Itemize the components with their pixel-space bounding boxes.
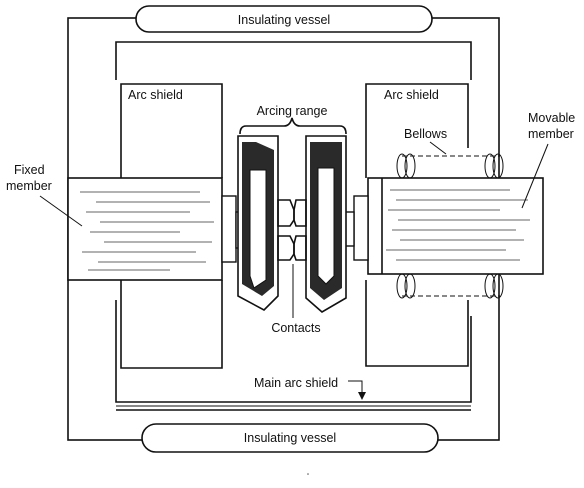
bellows-label: Bellows bbox=[404, 127, 447, 141]
contacts-label: Contacts bbox=[271, 321, 320, 335]
right-electrode-core bbox=[317, 167, 335, 285]
bellows bbox=[396, 153, 504, 299]
main-arc-shield-arrowhead bbox=[358, 392, 366, 400]
insulating-vessel-top bbox=[135, 5, 433, 33]
insulating-vessel-top-label: Insulating vessel bbox=[238, 13, 330, 27]
fixed-member-hatching bbox=[80, 191, 214, 271]
fixed-member-stub bbox=[221, 195, 237, 263]
movable-member-stub bbox=[353, 195, 369, 261]
arc-shield-right-label: Arc shield bbox=[384, 88, 439, 102]
arc-shield-left-lower bbox=[120, 280, 223, 369]
fixed-member-label-line1: Fixed bbox=[14, 163, 45, 177]
left-electrode-core bbox=[249, 169, 267, 289]
main-arc-shield-label: Main arc shield bbox=[254, 376, 338, 390]
movable-member-rod bbox=[367, 177, 544, 275]
fixed-member-leader bbox=[39, 195, 83, 227]
arcing-range-bracket bbox=[239, 117, 347, 135]
contacts bbox=[277, 199, 307, 261]
fixed-member-rod bbox=[67, 177, 223, 281]
arc-shield-right bbox=[365, 83, 469, 178]
arc-shield-left bbox=[120, 83, 223, 178]
insulating-vessel-bottom-label: Insulating vessel bbox=[244, 431, 336, 445]
bellows-leader bbox=[429, 141, 447, 155]
arcing-range-label: Arcing range bbox=[257, 104, 328, 118]
main-arc-shield-bottom-left bbox=[115, 300, 472, 403]
arc-shield-left-label: Arc shield bbox=[128, 88, 183, 102]
arc-shield-right-lower bbox=[365, 280, 469, 367]
movable-member-label-line1: Movable bbox=[528, 111, 575, 125]
main-arc-shield-frame bbox=[115, 41, 472, 80]
insulating-vessel-bottom bbox=[141, 423, 439, 453]
movable-member-label-line2: member bbox=[528, 127, 574, 141]
fixed-member-label-line2: member bbox=[6, 179, 52, 193]
movable-member-leader bbox=[521, 143, 549, 209]
movable-member-hatching bbox=[386, 189, 530, 261]
stray-dot bbox=[307, 473, 309, 475]
